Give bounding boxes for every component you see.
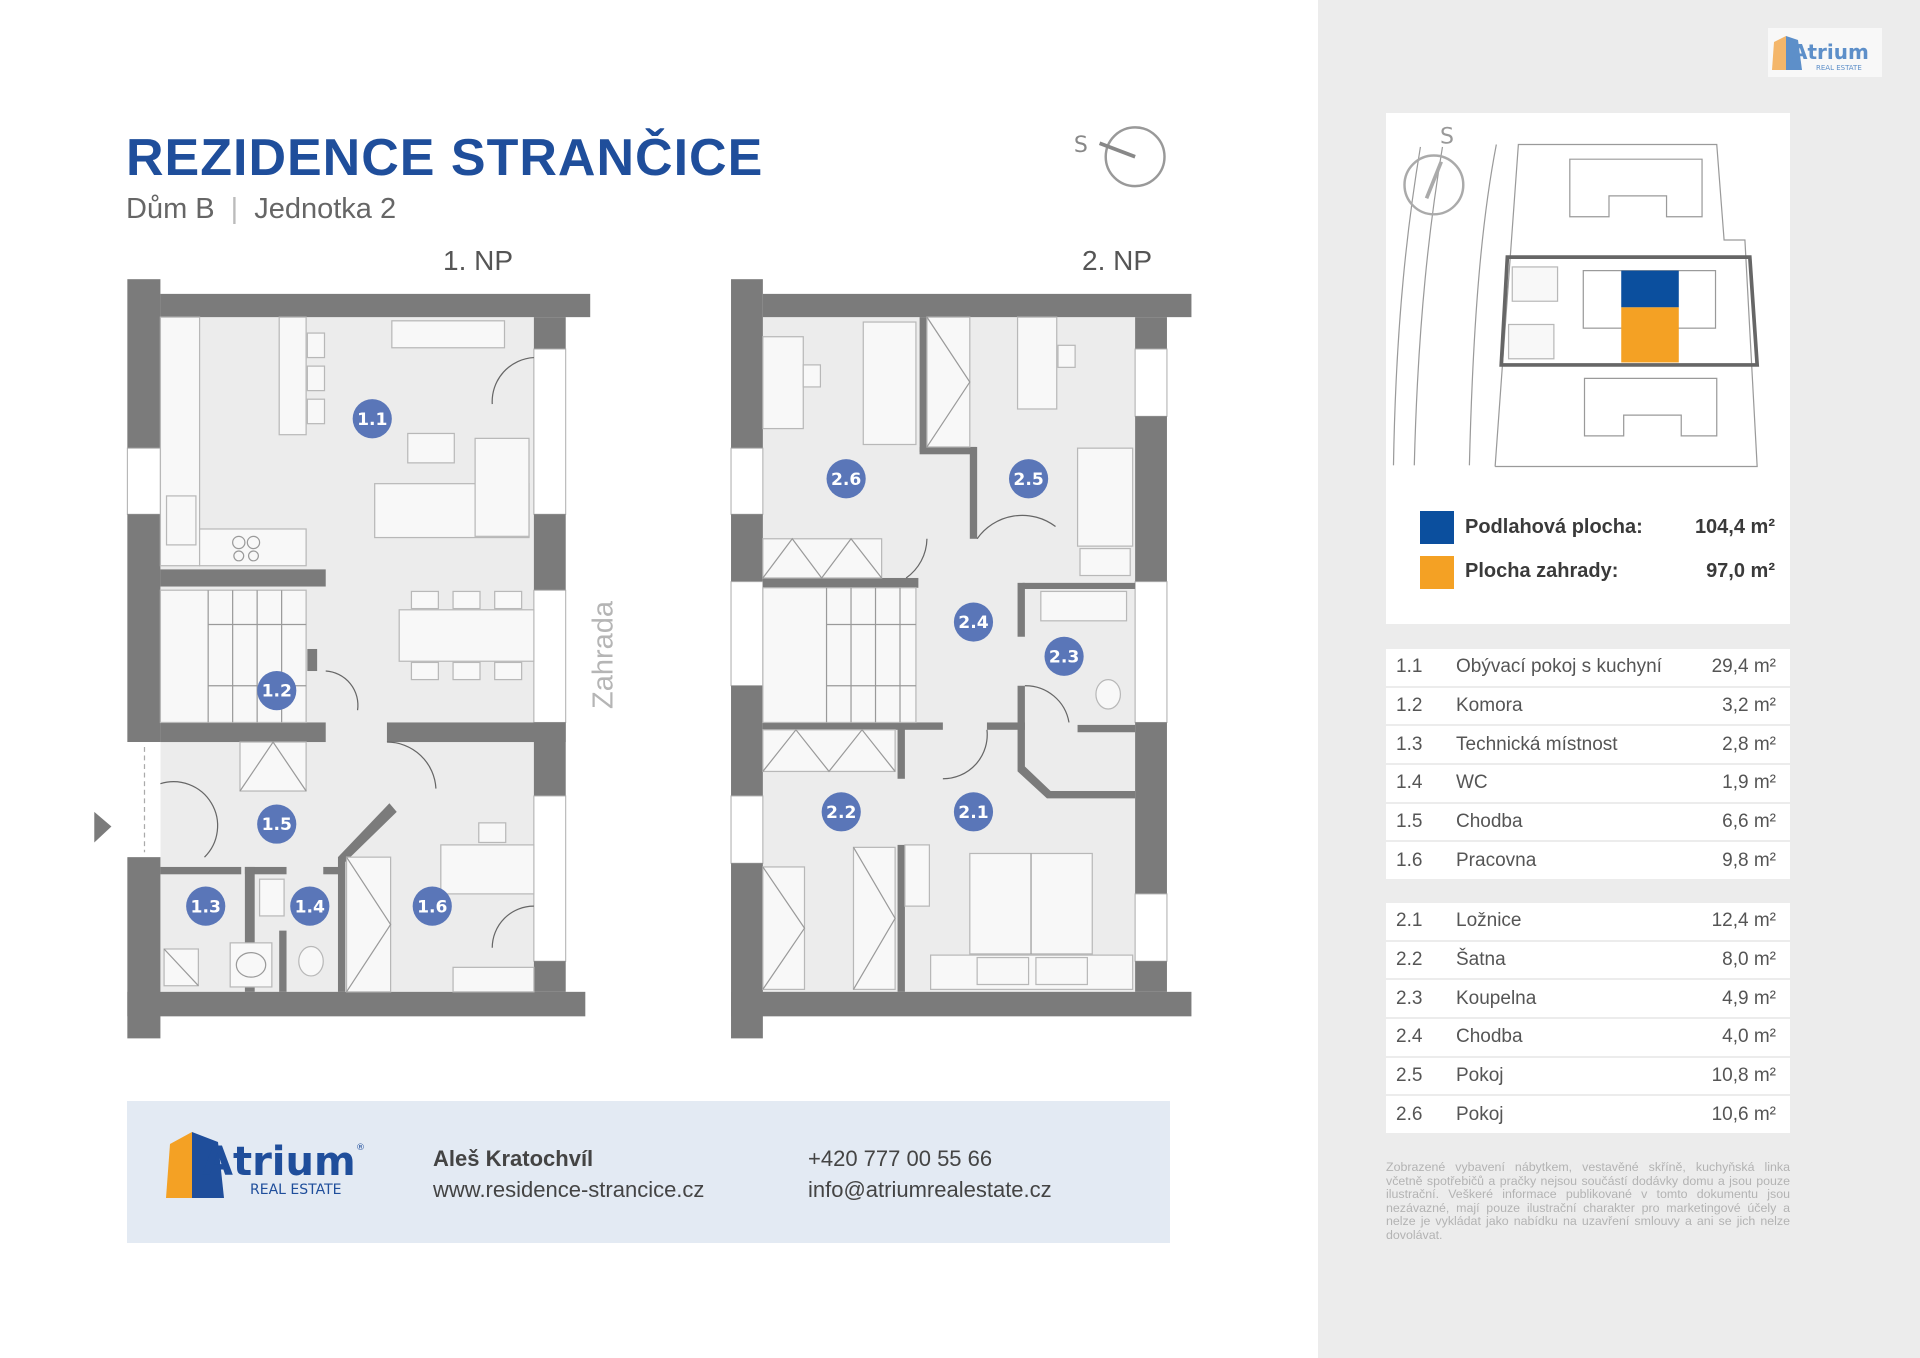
atrium-logo: Atrium ® REAL ESTATE [166, 1132, 365, 1198]
svg-text:1.5: 1.5 [262, 815, 292, 835]
svg-text:2.5: 2.5 [1013, 470, 1043, 490]
svg-text:REAL ESTATE: REAL ESTATE [250, 1182, 342, 1198]
site-plan-drawing: S [1392, 124, 1760, 468]
svg-text:1.3: 1.3 [191, 897, 221, 917]
page-title: REZIDENCE STRANČICE [126, 129, 764, 187]
room-badge: 1.3 [186, 886, 226, 926]
room-badges-2np: 2.1 2.2 2.3 2.4 2.5 2.6 [821, 459, 1084, 832]
room-badge: 2.1 [953, 792, 994, 832]
svg-text:2.2: 2.2 [826, 803, 856, 823]
floor-label-1np: 1. NP [443, 245, 514, 276]
disclaimer-text: Zobrazené vybavení nábytkem, vestavěné s… [1386, 1160, 1790, 1242]
svg-text:2.6: 2.6 [831, 470, 861, 490]
room-badges-1np: 1.1 1.2 1.3 1.4 1.5 1.6 [186, 399, 452, 926]
room-badge: 1.4 [290, 886, 330, 926]
building-label: Dům B [126, 193, 215, 225]
garden-area-value: 97,0 m² [1706, 560, 1775, 582]
svg-text:1.1: 1.1 [357, 410, 387, 430]
site-compass-icon [1403, 154, 1465, 216]
entrance-arrow-icon [94, 811, 112, 843]
floor-area-value: 104,4 m² [1694, 516, 1775, 538]
svg-text:REAL ESTATE: REAL ESTATE [1816, 64, 1862, 72]
contact-name: Aleš Kratochvíl [433, 1146, 594, 1171]
garden-area-label: Plocha zahrady: [1465, 560, 1619, 582]
garden-area-swatch [1420, 556, 1454, 589]
unit-label: Jednotka 2 [254, 193, 397, 225]
svg-text:2.3: 2.3 [1049, 647, 1079, 667]
room-badge: 2.5 [1008, 459, 1049, 499]
contact-footer [127, 1101, 1170, 1243]
unit-subtitle: Dům B | Jednotka 2 [126, 193, 396, 226]
floor-plan-2np [730, 279, 1192, 1039]
email-link[interactable]: info@atriumrealestate.cz [808, 1177, 1052, 1202]
website-link[interactable]: www.residence-strancice.cz [433, 1177, 705, 1202]
svg-text:Atrium: Atrium [1792, 40, 1869, 64]
svg-text:Atrium: Atrium [202, 1139, 356, 1185]
site-plan-panel [1386, 113, 1790, 624]
compass-icon: S [1074, 126, 1166, 188]
site-compass-letter: S [1440, 124, 1454, 149]
room-badge: 1.2 [257, 671, 297, 711]
room-badge: 2.2 [821, 792, 861, 832]
room-badge: 1.1 [352, 399, 392, 439]
svg-text:1.2: 1.2 [262, 682, 292, 702]
room-badge: 2.4 [953, 602, 994, 642]
atrium-logo-small: Atrium REAL ESTATE [1768, 28, 1882, 77]
floor-label-2np: 2. NP [1082, 245, 1153, 276]
room-badge: 1.6 [412, 886, 452, 926]
garden-label: Zahrada [587, 600, 620, 710]
phone-number[interactable]: +420 777 00 55 66 [808, 1146, 993, 1171]
separator: | [230, 193, 239, 225]
svg-text:2.1: 2.1 [958, 803, 988, 823]
svg-text:1.4: 1.4 [295, 897, 325, 917]
floor-area-label: Podlahová plocha: [1465, 516, 1643, 538]
compass-letter: S [1074, 133, 1088, 158]
floor-plan-1np [126, 279, 591, 1039]
svg-text:1.6: 1.6 [417, 897, 447, 917]
floor-area-swatch [1420, 511, 1454, 544]
room-badge: 1.5 [257, 804, 297, 844]
svg-text:®: ® [356, 1143, 365, 1153]
room-badge: 2.6 [826, 459, 866, 499]
room-badge: 2.3 [1044, 636, 1084, 676]
svg-text:2.4: 2.4 [958, 613, 988, 633]
